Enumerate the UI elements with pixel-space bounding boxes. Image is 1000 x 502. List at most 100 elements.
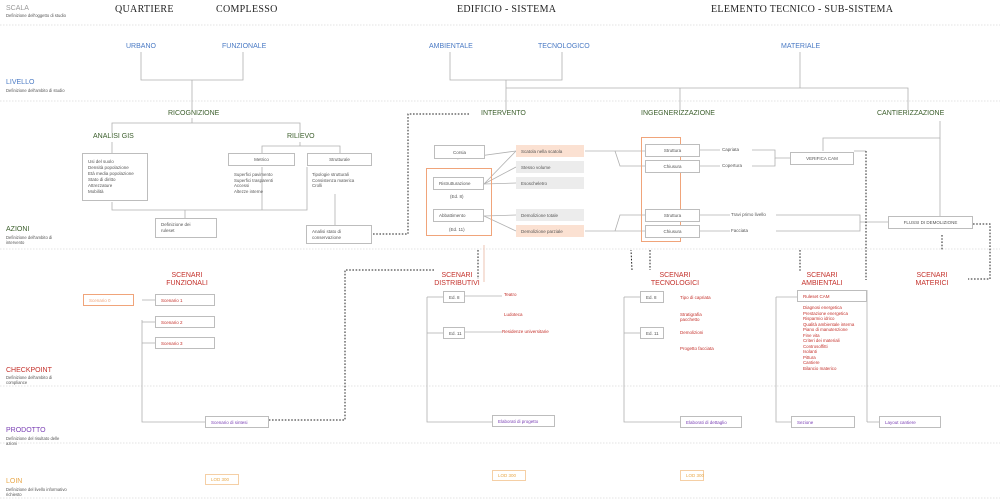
ambientali-item: Fine vita	[803, 332, 820, 338]
scenario-1-box: Scenario 1	[155, 294, 215, 306]
scale-complesso: COMPLESSO	[216, 4, 278, 15]
distributivi-item: Residenze universitarie	[502, 329, 549, 334]
scala-desc: Definizione dell'oggetto di studio	[6, 13, 66, 18]
struttura-box-top: Struttura	[645, 144, 700, 157]
loin-funzionali-box: LOD 300	[205, 474, 239, 485]
tecnologici-item: Tipo di capriata	[680, 295, 711, 300]
tecnologici-item: Demolizioni	[680, 330, 704, 335]
definizione-ruleset-box: Definizione dei ruleset	[155, 218, 217, 238]
ambientali-item: Qualità ambientale interna	[803, 321, 855, 327]
scala-title: SCALA	[6, 5, 29, 12]
ruleset-cam-box: Ruleset CAM	[797, 290, 867, 302]
distributivi-ed8-box: Ed. 8	[443, 291, 465, 303]
scenario-2-box: Scenario 2	[155, 316, 215, 328]
definizione-ruleset-line: Definizione dei	[161, 222, 191, 228]
gis-item: Età media popolazione	[88, 171, 134, 177]
ambientali-list: Diagnosi energetica Prestazione energeti…	[803, 305, 854, 371]
distributivi-item: Teatro	[504, 292, 517, 297]
ambientali-item: Prestazione energetica	[803, 310, 848, 316]
facciata-label: Facciata	[731, 228, 749, 233]
phase-intervento: INTERVENTO	[481, 110, 526, 117]
checkpoint-title: CHECKPOINT	[6, 367, 52, 374]
layout-cantiere-box: Layout cantiere	[879, 416, 941, 428]
level-tecnologico: TECNOLOGICO	[538, 43, 590, 50]
scenari-ambientali-title: SCENARI AMBIENTALI	[801, 272, 843, 287]
stesso-volume-box: Stesso volume	[516, 161, 584, 173]
distributivi-ed11-box: Ed. 11	[443, 327, 465, 339]
gis-item: Densità popolazione	[88, 165, 129, 171]
ambientali-item: Piano di manutenzione	[803, 327, 848, 332]
strutturale-item: Crolli	[312, 183, 323, 188]
level-materiale: MATERIALE	[781, 43, 821, 50]
rilievo-label: RILIEVO	[287, 133, 315, 140]
travi-label: Travi primo livello	[731, 212, 766, 217]
loin-distributivi-box: LOD 300	[492, 470, 526, 481]
prodotto-desc: Definizione del risultato delle azioni	[6, 436, 60, 447]
phase-cantierizzazione: CANTIERIZZAZIONE	[877, 110, 945, 117]
scatola-box: Scatola nella scatola	[516, 145, 584, 157]
loin-desc: Definizione del livello informativo rich…	[6, 487, 67, 498]
scenario-0-box: Scenario 0	[83, 294, 134, 306]
scenario-3-box: Scenario 3	[155, 337, 215, 349]
strutturale-item: Consistenza materica	[312, 177, 355, 183]
scenario-sintesi-box: Scenario di sintesi	[205, 416, 269, 428]
flussi-demolizione-box: FLUSSI DI DEMOLIZIONE	[888, 216, 973, 229]
scenari-materici-title: SCENARI MATERICI	[915, 272, 949, 287]
intervento-frame	[426, 168, 492, 236]
chiusura-box-bottom: Chiusura	[645, 225, 700, 238]
abbattimento-box: Abbattimento	[433, 209, 484, 222]
ambientali-item: Cantiere	[803, 360, 820, 365]
gis-item: Mobilità	[88, 188, 104, 194]
loin-title: LOIN	[6, 478, 23, 485]
ingegnerizzazione-frame	[641, 137, 681, 242]
gis-item: Attrezzature	[88, 182, 113, 188]
prodotto-title: PRODOTTO	[6, 427, 46, 434]
metrico-list: Superfici pavimento Superfici trasparent…	[234, 172, 273, 194]
verifica-cam-box: VERIFICA CAM	[790, 152, 854, 165]
sezione-box: Sezione	[791, 416, 855, 428]
livello-title: LIVELLO	[6, 79, 35, 86]
scale-quartiere: QUARTIERE	[115, 4, 174, 15]
scale-edificio: EDIFICIO - SISTEMA	[457, 4, 557, 15]
esoscheletro-box: Esoscheletro	[516, 177, 584, 189]
gis-item: Usi del suolo	[88, 159, 114, 165]
elaborati-progetto-box: Elaborati di progetto	[492, 415, 555, 427]
metrico-item: Accessi	[234, 183, 250, 188]
elaborati-dettaglio-box: Elaborati di dettaglio	[680, 416, 742, 428]
ristrutturazione-ed8: (Ed. 8)	[450, 194, 464, 199]
azioni-title: AZIONI	[6, 226, 30, 233]
scenari-funzionali-title: SCENARI FUNZIONALI	[166, 272, 208, 287]
corsia-box: Corsia	[434, 145, 485, 159]
abbattimento-ed11: (Ed. 11)	[449, 227, 465, 232]
phase-ricognizione: RICOGNIZIONE	[168, 110, 220, 117]
metrico-item: Altezze interne	[234, 188, 264, 194]
scenari-distributivi-title: SCENARI DISTRIBUTIVI	[434, 272, 480, 287]
copertura-label: Copertura	[722, 163, 743, 168]
struttura-box-bottom: Struttura	[645, 209, 700, 222]
analisi-stato-line: Analisi stato di	[312, 228, 342, 234]
ambientali-item: Isolanti	[803, 349, 817, 354]
level-urbano: URBANO	[126, 43, 156, 50]
level-ambientale: AMBIENTALE	[429, 43, 473, 50]
tecnologici-item: Progetto facciata	[680, 346, 714, 351]
checkpoint-desc: Definizione dell'ambito di compliance	[6, 375, 53, 386]
analisi-stato-box: Analisi stato di conservazione	[306, 225, 372, 244]
chiusura-box-top: Chiusura	[645, 160, 700, 173]
tecnologici-ed11-box: Ed. 11	[640, 327, 664, 339]
ambientali-item: Criteri dei materiali	[803, 338, 840, 343]
gis-item: Stato di diritto	[88, 177, 116, 182]
definizione-ruleset-line: ruleset	[161, 228, 175, 233]
azioni-desc: Definizione dell'ambito di intervento	[6, 235, 53, 246]
strutturale-list: Tipologie strutturali Consistenza materi…	[312, 172, 354, 189]
ambientali-item: Bilancio materico	[803, 365, 837, 371]
livello-desc: Definizione dell'ambito di studio	[6, 88, 65, 93]
ambientali-item: Risparmio idrico	[803, 316, 835, 321]
ristrutturazione-box: Ristrutturazione	[433, 177, 484, 190]
phase-ingegnerizzazione: INGEGNERIZZAZIONE	[641, 110, 715, 117]
capriata-label: Capriata	[722, 147, 740, 152]
level-funzionale: FUNZIONALE	[222, 43, 267, 50]
gis-list-box: Usi del suolo Densità popolazione Età me…	[82, 153, 148, 201]
strutturale-item: Tipologie strutturali	[312, 172, 349, 177]
tecnologici-ed8-box: Ed. 8	[640, 291, 664, 303]
